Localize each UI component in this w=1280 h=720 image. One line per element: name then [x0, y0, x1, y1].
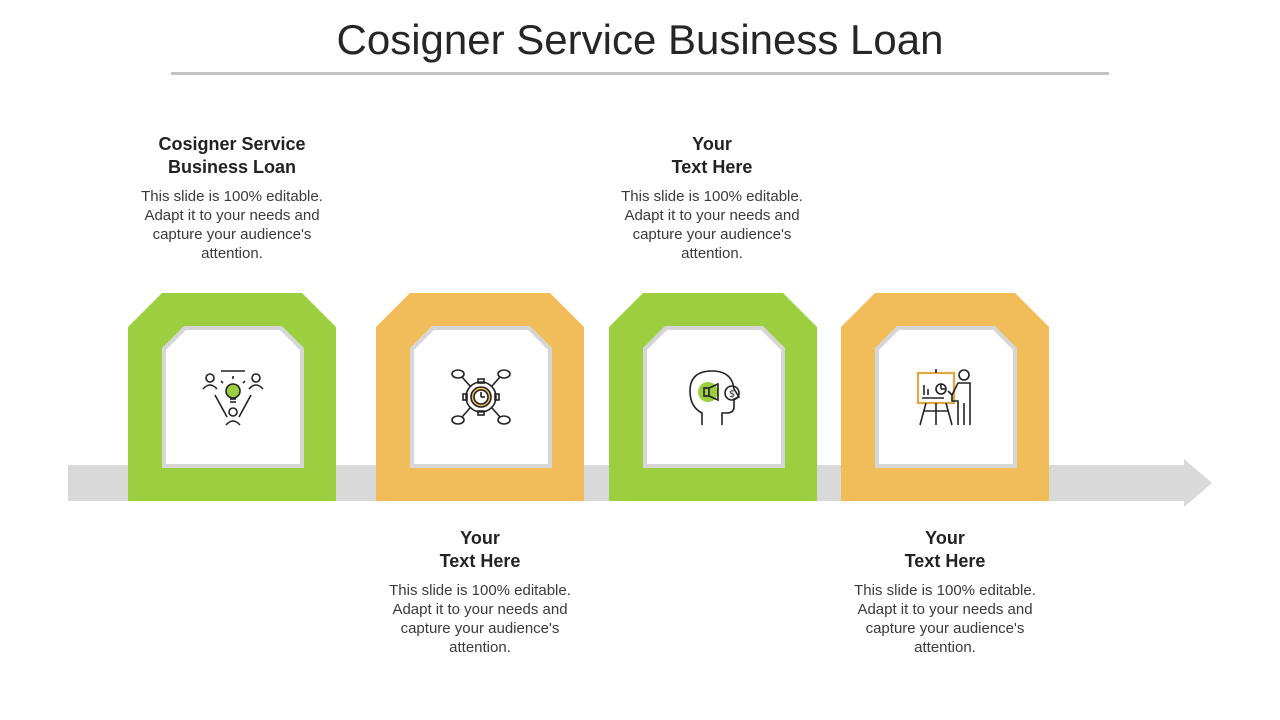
- step-2-card: [376, 293, 584, 501]
- gear-network-icon: [451, 369, 511, 425]
- head-money-icon: $: [689, 370, 741, 425]
- step-4-text: Your Text Here This slide is 100% editab…: [840, 527, 1050, 657]
- timeline-arrow-head: [1184, 459, 1212, 507]
- svg-text:$: $: [729, 389, 735, 400]
- team-idea-icon: [202, 370, 264, 426]
- step-1-text: Cosigner Service Business Loan This slid…: [127, 133, 337, 263]
- step-3-heading: Your Text Here: [671, 134, 753, 177]
- step-1-heading: Cosigner Service Business Loan: [158, 134, 306, 177]
- step-1-card: [128, 293, 336, 501]
- page-title: Cosigner Service Business Loan: [336, 16, 944, 63]
- title-divider: [171, 72, 1109, 75]
- step-4-card: [841, 293, 1049, 501]
- step-3-card: $: [609, 293, 817, 501]
- step-2-heading: Your Text Here: [439, 528, 521, 571]
- step-3-description: This slide is 100% editable. Adapt it to…: [621, 188, 803, 262]
- step-2-description: This slide is 100% editable. Adapt it to…: [389, 582, 571, 656]
- presentation-icon: [916, 369, 971, 426]
- step-3-text: Your Text Here This slide is 100% editab…: [607, 133, 817, 263]
- step-4-description: This slide is 100% editable. Adapt it to…: [854, 582, 1036, 656]
- step-1-description: This slide is 100% editable. Adapt it to…: [141, 188, 323, 262]
- step-2-text: Your Text Here This slide is 100% editab…: [375, 527, 585, 657]
- step-4-heading: Your Text Here: [904, 528, 986, 571]
